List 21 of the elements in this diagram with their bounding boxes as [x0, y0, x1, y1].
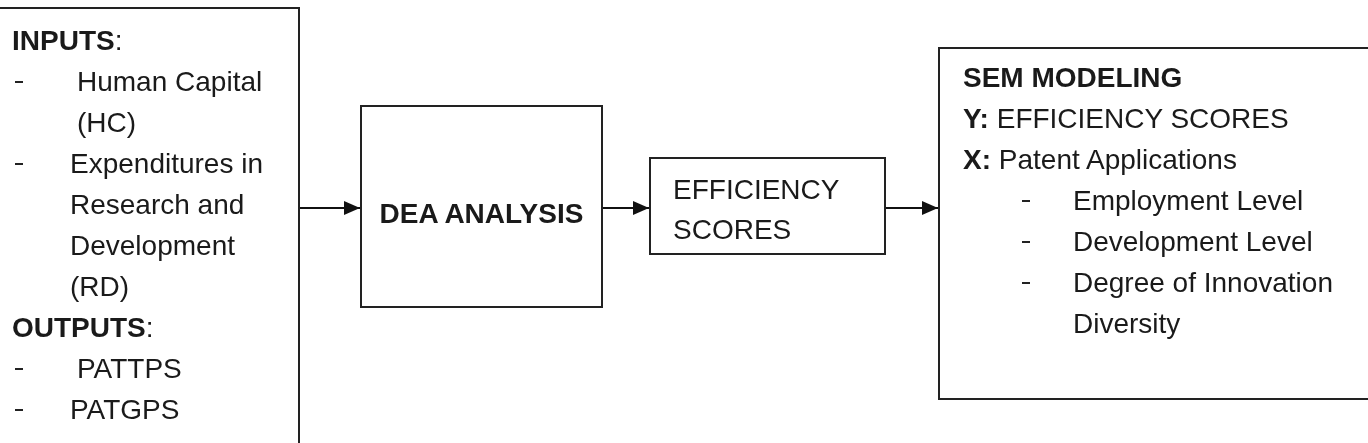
section-heading: OUTPUTS:: [12, 310, 155, 345]
arrow: [602, 201, 650, 215]
variable-line: Y: EFFICIENCY SCORES: [963, 101, 1290, 136]
list-item: PATTPS: [77, 351, 183, 386]
list-item: Expenditures in Research and Development (RD): [70, 146, 264, 304]
box-title: SEM MODELING: [963, 60, 1184, 95]
process-box: [0, 7, 300, 443]
list-item: Human Capital (HC): [77, 64, 264, 140]
process-box: [938, 47, 1368, 400]
arrow: [299, 201, 361, 215]
box-label: DEA ANALYSIS: [379, 197, 584, 231]
box-label: EFFICIENCY SCORES: [673, 173, 840, 247]
process-box: [649, 157, 886, 255]
list-item: PATGPS: [70, 392, 181, 427]
list-item: Development Level: [1073, 224, 1314, 259]
list-item: Degree of Innovation Diversity: [1073, 265, 1334, 341]
process-box: [360, 105, 603, 308]
list-item: Employment Level: [1073, 183, 1305, 218]
arrow: [885, 201, 939, 215]
section-heading: INPUTS:: [12, 23, 124, 58]
variable-line: X: Patent Applications: [963, 142, 1238, 177]
